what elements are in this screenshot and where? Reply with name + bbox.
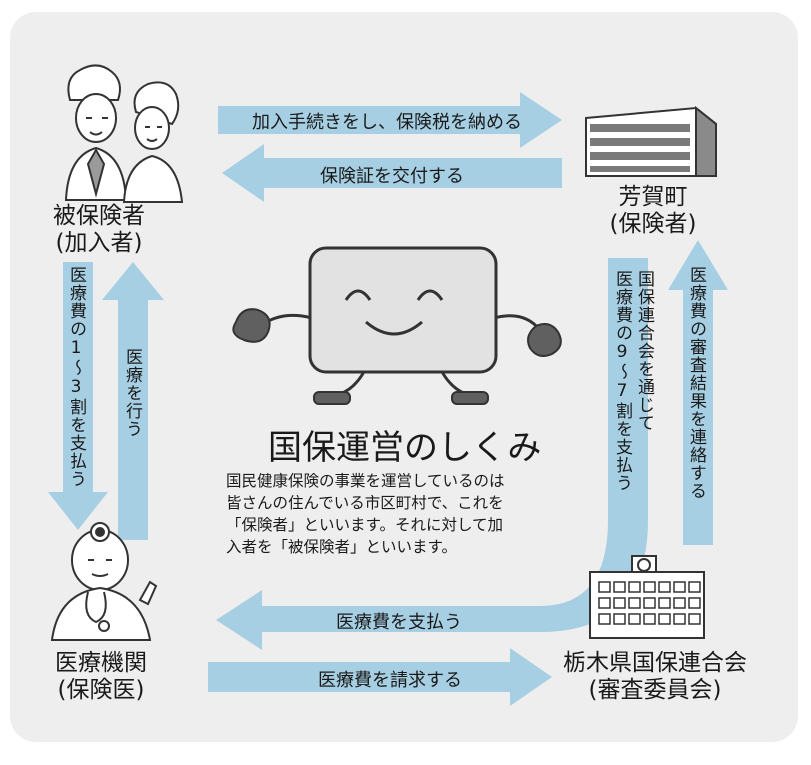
node-federation-role: (審査委員会) — [588, 677, 722, 703]
arrow-provide-care — [102, 262, 164, 540]
arrow-pay-share-label: 医療費の1～3割を支払う — [66, 266, 86, 488]
arrow-report-review — [668, 240, 728, 545]
diagram-title: 国保運営のしくみ — [268, 428, 542, 468]
arrow-pay-share — [48, 262, 108, 530]
node-insured: 被保険者 (加入者) — [44, 203, 154, 257]
node-medical-role: (保険医) — [57, 677, 145, 703]
description-line: 国民健康保険の事業を運営しているのは — [226, 472, 505, 490]
hospital-icon — [589, 555, 705, 639]
arrow-issue-card — [222, 144, 562, 202]
arrow-claim — [208, 648, 552, 706]
arrow-pay-federation-label: 国保連合会を通じて — [634, 270, 654, 432]
node-insured-name: 被保険者 — [53, 203, 145, 229]
diagram-description: 国民健康保険の事業を運営しているのは 皆さんの住んでいる市区町村で、これを 「保… — [226, 470, 566, 558]
node-town-name: 芳賀町 — [618, 184, 688, 210]
node-federation-name: 栃木県国保連合会 — [563, 650, 747, 676]
card-character-icon — [232, 246, 562, 405]
arrow-report-review-label: 医療費の審査結果を連絡する — [686, 266, 706, 500]
arrow-pay-federation-label-2: 医療費の9～7割を支払う — [612, 270, 632, 492]
arrow-issue-card-label: 保険証を交付する — [320, 166, 464, 187]
description-line: 入者を「被保険者」といいます。 — [226, 538, 457, 556]
doctor-icon — [50, 522, 158, 641]
arrow-provide-care-label: 医療を行う — [122, 348, 142, 438]
node-insured-role: (加入者) — [55, 230, 143, 256]
arrow-pay-medical-label: 医療費を支払う — [336, 612, 462, 633]
description-line: 皆さんの住んでいる市区町村で、これを — [226, 494, 504, 512]
node-medical: 医療機関 (保険医) — [46, 650, 156, 704]
description-line: 「保険者」といいます。それに対して加 — [226, 516, 503, 534]
building-icon — [585, 105, 717, 177]
arrow-enroll-label: 加入手続きをし、保険税を納める — [252, 112, 522, 133]
node-town: 芳賀町 (保険者) — [598, 184, 708, 238]
arrow-enroll — [218, 92, 562, 148]
arrow-claim-label: 医療費を請求する — [318, 670, 462, 691]
node-federation: 栃木県国保連合会 (審査委員会) — [552, 650, 758, 704]
node-medical-name: 医療機関 — [55, 650, 147, 676]
couple-icon — [64, 64, 184, 203]
node-town-role: (保険者) — [609, 211, 697, 237]
